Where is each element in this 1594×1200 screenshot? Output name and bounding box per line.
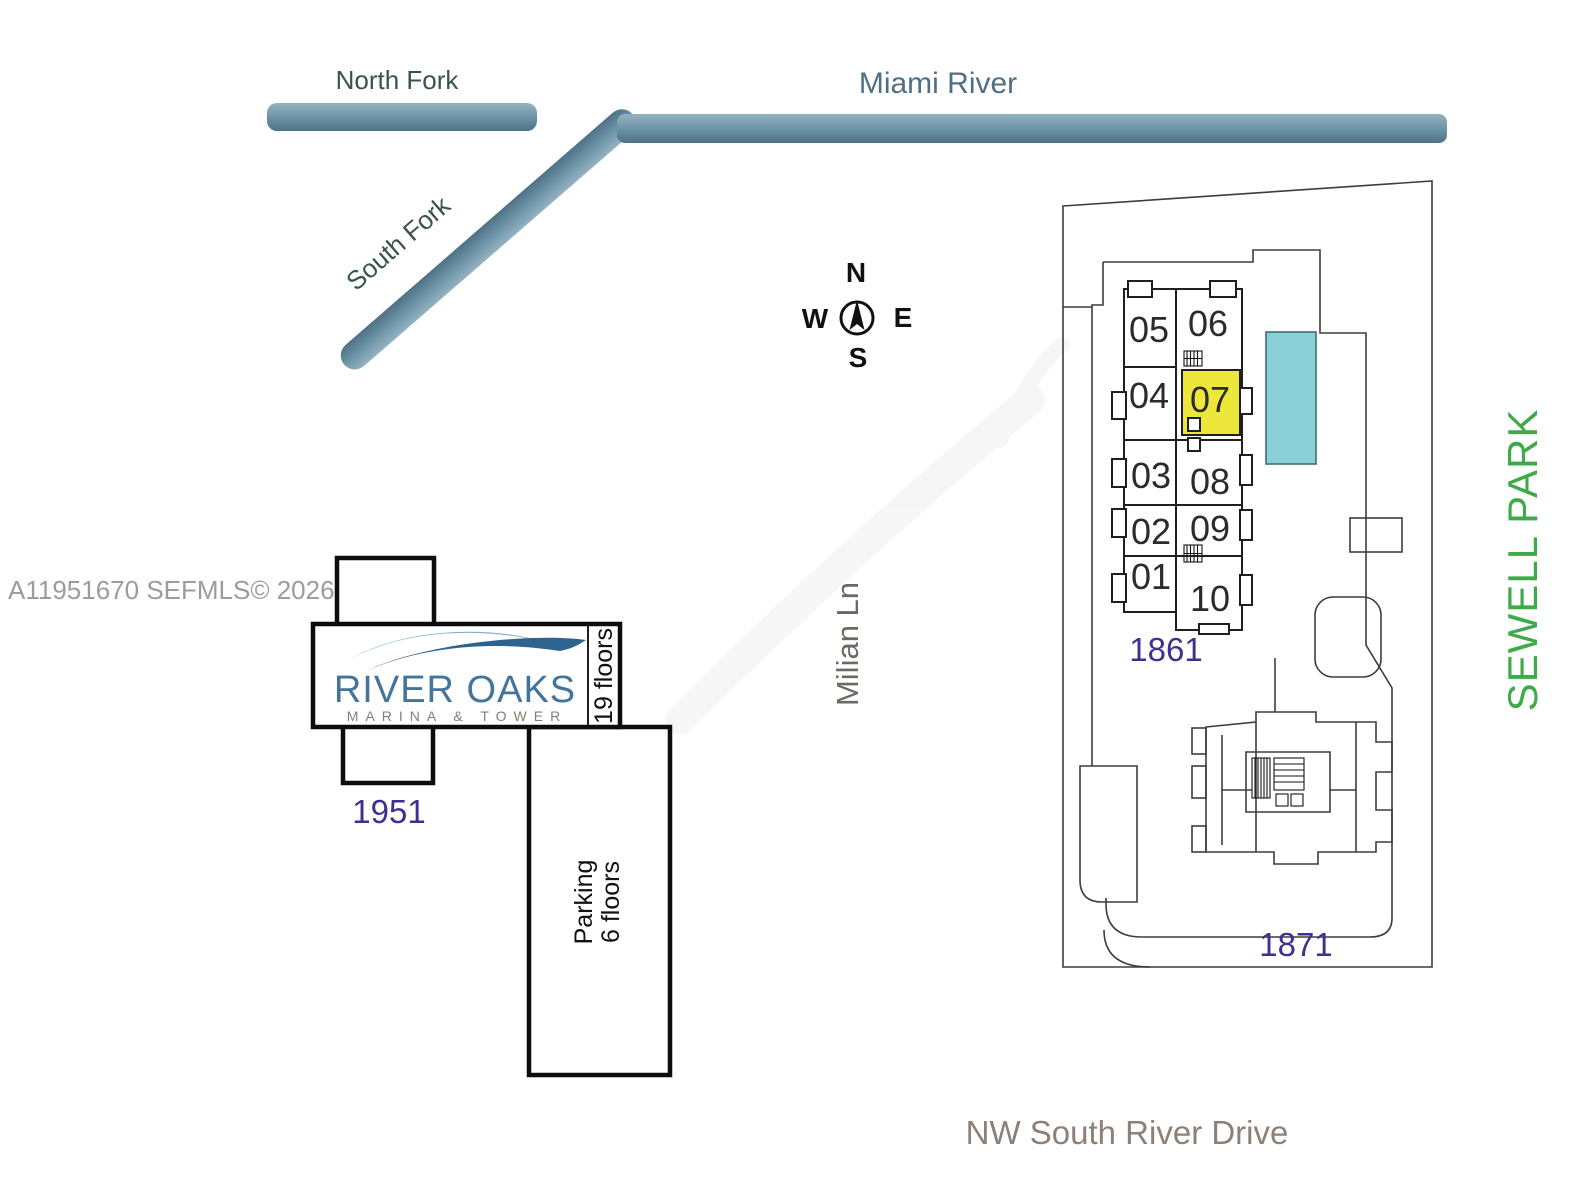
unit-label-06: 06 — [1188, 303, 1228, 344]
north-fork-river — [267, 103, 537, 131]
spa-rounded-pad — [1314, 596, 1382, 678]
unit-label-03: 03 — [1131, 455, 1171, 496]
corridor-closet — [1187, 437, 1201, 452]
compass-needle — [849, 300, 865, 330]
unit-dividers — [1124, 366, 1242, 557]
miami-river-band — [617, 114, 1447, 143]
unit-tab — [1239, 509, 1253, 541]
unit-tab — [1111, 391, 1127, 420]
unit-label-09: 09 — [1190, 508, 1230, 549]
mls-watermark: A11951670 SEFMLS© 2026 — [8, 575, 335, 605]
tower-1871-tab — [1191, 765, 1207, 799]
amenity-deck-outline-top — [1103, 249, 1393, 938]
address-1951: 1951 — [352, 793, 425, 830]
unit-label-08: 08 — [1190, 461, 1230, 502]
logo-wave-dark — [368, 637, 586, 670]
parking-label-line1: Parking — [570, 860, 598, 945]
unit-tab — [1239, 387, 1253, 415]
deck-structure — [1349, 517, 1403, 553]
stairs-icon — [1183, 544, 1203, 563]
parking-label-line2: 6 floors — [597, 861, 625, 943]
compass-e: E — [894, 302, 913, 333]
tower-1871-tab — [1191, 825, 1207, 853]
unit-label-05: 05 — [1129, 309, 1169, 350]
unit-column-right — [1175, 288, 1243, 631]
logo-subtitle: MARINA & TOWER — [347, 708, 567, 724]
river-oaks-logo: RIVER OAKS MARINA & TOWER — [334, 631, 586, 724]
sewell-park-label: SEWELL PARK — [1499, 409, 1546, 712]
unit-tab — [1127, 280, 1153, 298]
building-1861: 05 06 04 07 03 08 02 09 01 10 — [1111, 280, 1253, 635]
milian-lane-label: Milian Ln — [830, 582, 865, 706]
faint-watermark — [665, 337, 1070, 735]
unit-tab — [1198, 623, 1230, 635]
north-fork-label: North Fork — [336, 65, 460, 95]
unit-tab — [1239, 574, 1253, 606]
parcel-outer-boundary — [1062, 180, 1433, 968]
pool — [1265, 331, 1317, 465]
tower-1871-footprint — [1191, 711, 1393, 865]
unit-label-04: 04 — [1129, 375, 1169, 416]
unit-tab — [1111, 508, 1127, 538]
nw-south-river-drive-label: NW South River Drive — [966, 1114, 1289, 1151]
unit-tab — [1111, 458, 1127, 488]
tower-floors-label: 19 floors — [590, 628, 618, 724]
compass-rose: N W E S — [802, 257, 913, 373]
address-1861: 1861 — [1129, 631, 1202, 668]
unit-label-07: 07 — [1190, 379, 1230, 420]
stairs-icon — [1183, 350, 1203, 367]
address-1871: 1871 — [1259, 926, 1332, 963]
tower-wing-north — [334, 555, 437, 631]
compass-n: N — [846, 257, 866, 288]
miami-river-label: Miami River — [859, 67, 1017, 100]
south-fork-river — [340, 109, 636, 370]
deck-bottom-curve — [1103, 929, 1151, 968]
unit-tab — [1111, 573, 1127, 603]
unit-label-01: 01 — [1131, 556, 1171, 597]
tower-1871-tab — [1191, 727, 1207, 755]
amenity-deck-outline-left — [1079, 262, 1138, 903]
building-1951: RIVER OAKS MARINA & TOWER 19 floors Park… — [310, 555, 673, 1078]
tower-1871-core-stairs — [1251, 757, 1305, 807]
compass-s: S — [849, 342, 868, 373]
unit-tab — [1209, 280, 1237, 298]
unit-label-10: 10 — [1190, 578, 1230, 619]
corridor-closet — [1187, 417, 1201, 432]
logo-title: RIVER OAKS — [334, 669, 576, 711]
unit-label-02: 02 — [1131, 511, 1171, 552]
tower-wing-south — [340, 720, 436, 786]
unit-tab — [1239, 454, 1253, 486]
compass-w: W — [802, 303, 829, 334]
